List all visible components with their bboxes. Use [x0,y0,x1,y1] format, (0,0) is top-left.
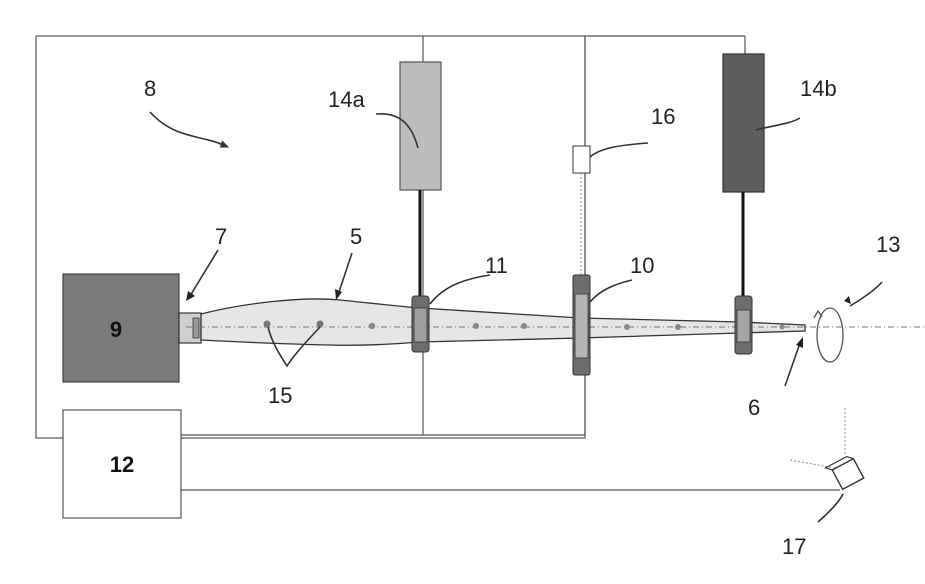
measure-point [521,323,527,329]
measure-point [317,321,324,328]
label-6: 6 [748,395,760,420]
label-8: 8 [144,76,156,101]
label-11: 11 [485,253,508,278]
leader-8 [150,112,225,146]
label-16: 16 [651,104,675,129]
leader-6 [785,343,800,386]
fibre-body [201,299,805,345]
camera-icon [825,454,863,491]
leader-8-arrow [220,141,228,147]
label-5: 5 [350,224,362,249]
chuck-label: 9 [110,317,122,342]
chuck-collar-ring [193,318,199,338]
label-10: 10 [630,253,654,278]
label-7: 7 [215,224,227,249]
clamp-b-insert [737,310,750,342]
leader-13 [850,282,882,306]
measure-point [675,324,681,330]
leader-5 [338,253,352,295]
actuator-a [400,62,441,190]
label-14b: 14b [800,76,837,101]
measure-point [473,323,479,329]
measure-point [264,321,271,328]
label-13: 13 [876,232,900,257]
label-15: 15 [268,383,292,408]
leader-7-arrow [186,291,195,301]
sensor-box [573,146,590,173]
leader-11 [430,275,490,304]
measure-point [369,323,375,329]
actuator-b [723,54,764,192]
label-14a: 14a [328,87,365,112]
leader-5-arrow [335,289,342,300]
leader-7 [190,250,218,296]
measure-point [780,325,785,330]
controller-label: 12 [110,452,134,477]
leader-16 [590,143,648,157]
leader-13-arrow [844,296,851,304]
leader-17 [818,494,843,522]
clamp-a-insert [414,308,427,342]
leader-6-arrow [796,337,803,348]
support-b-insert [575,294,588,358]
leader-10 [590,280,632,302]
label-17: 17 [782,534,806,559]
measure-point [624,324,630,330]
